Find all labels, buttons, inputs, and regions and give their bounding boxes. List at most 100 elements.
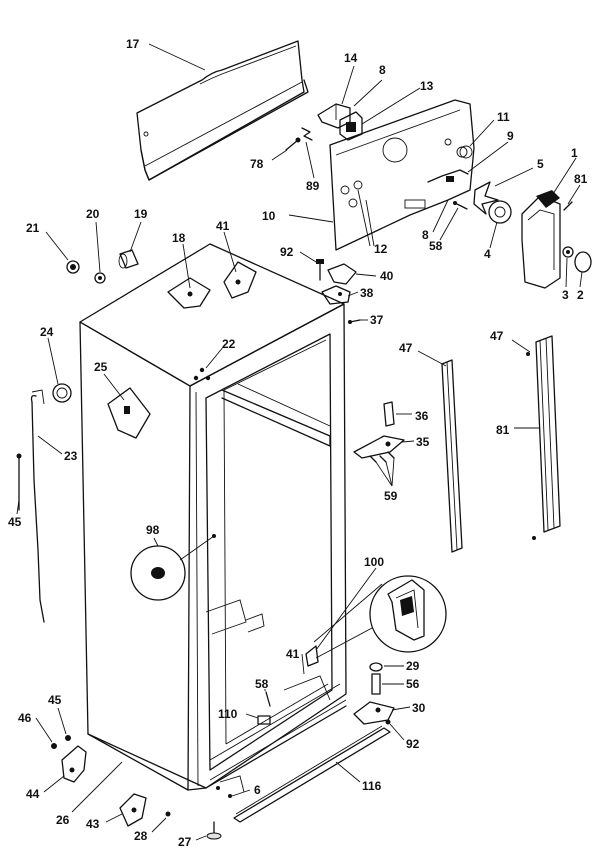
leader-8b (432, 199, 449, 233)
leader-11 (469, 119, 495, 147)
part-89-clip (301, 127, 313, 141)
part-3-socket (562, 246, 574, 258)
callout-81: 81 (574, 172, 588, 186)
callout-18: 18 (172, 231, 186, 245)
callout-89: 89 (306, 179, 320, 193)
leader-18 (182, 243, 191, 289)
leader-41a (223, 231, 237, 273)
leader-27 (195, 835, 207, 841)
leader-92a (299, 251, 317, 263)
part-14-bracket (317, 103, 351, 129)
part-5-fan-blade (473, 181, 499, 215)
part-2-bulb (574, 251, 592, 273)
part-17-top-grille (136, 40, 309, 181)
callout-36: 36 (415, 409, 429, 423)
part-47-breaker-trim-left (441, 359, 463, 553)
callout-43: 43 (86, 817, 100, 831)
callout-24: 24 (40, 325, 54, 339)
cabinet-body (79, 243, 347, 793)
callout-35: 35 (416, 435, 430, 449)
leader-22 (205, 345, 225, 369)
callout-12: 12 (374, 242, 388, 256)
part-27-leveling-leg (206, 821, 222, 840)
leader-100 (315, 567, 377, 651)
part-116-base-grille (233, 725, 391, 823)
callout-38: 38 (360, 286, 374, 300)
leader-12a (357, 189, 371, 247)
part-110-clip (257, 715, 271, 725)
part-44-hinge-bracket (61, 745, 87, 783)
leader-12b (365, 199, 375, 247)
callout-27: 27 (178, 835, 192, 849)
callout-78: 78 (250, 157, 264, 171)
leader-46 (35, 717, 53, 743)
callout-5: 5 (537, 157, 544, 171)
callout-4: 4 (484, 247, 491, 261)
leader-6 (231, 789, 251, 797)
leader-98 (153, 537, 159, 547)
part-43-leveler-bracket (119, 793, 147, 827)
leader-44 (43, 775, 65, 793)
leader-89 (305, 141, 315, 179)
part-13-switch (339, 111, 363, 141)
part-41-bracket-a (223, 261, 257, 299)
leader-116 (335, 761, 361, 783)
leader-35 (401, 440, 415, 443)
leader-1 (552, 157, 577, 195)
part-1-light-housing (521, 190, 561, 289)
callout-19: 19 (134, 207, 148, 221)
part-23-door-stop-rod (30, 389, 45, 623)
part-19-bushing (118, 249, 139, 269)
part-100-detail-view (313, 575, 447, 659)
callout-41: 41 (286, 647, 300, 661)
leader-19 (129, 221, 142, 253)
callout-6: 6 (254, 783, 261, 797)
callout-29: 29 (406, 659, 420, 673)
callout-9: 9 (507, 129, 514, 143)
part-41-latch-b (305, 645, 319, 667)
callout-98: 98 (146, 523, 160, 537)
leader-13 (361, 87, 421, 125)
part-81-screw-a (563, 201, 573, 211)
callout-58: 58 (429, 239, 443, 253)
leader-9 (467, 141, 509, 173)
part-10-control-panel (329, 99, 475, 251)
leader-3 (565, 257, 568, 288)
callout-44: 44 (26, 787, 40, 801)
part-58-screw-b (265, 691, 271, 707)
callout-46: 46 (18, 711, 32, 725)
leader-78 (271, 149, 288, 161)
callout-3: 3 (562, 288, 569, 302)
callout-22: 22 (222, 337, 236, 351)
leader-110 (245, 713, 259, 719)
leader-43 (105, 813, 123, 823)
part-35-center-hinge (353, 435, 405, 459)
leader-38 (347, 291, 359, 297)
part-20-plug (94, 272, 106, 284)
part-45-screw-b (65, 735, 71, 741)
callout-47: 47 (399, 341, 413, 355)
part-21-grommet (66, 260, 80, 274)
leader-59a (375, 461, 393, 487)
part-47-breaker-trim-right (526, 335, 561, 540)
leader-59b (385, 461, 393, 487)
callout-2: 2 (577, 288, 584, 302)
leader-4 (489, 221, 498, 249)
leader-26 (71, 761, 123, 813)
callout-45: 45 (48, 693, 62, 707)
part-6-screws (216, 786, 232, 798)
part-78-screw (285, 137, 301, 151)
leader-45a (16, 499, 20, 515)
part-28-screw (165, 811, 171, 817)
leader-24 (47, 337, 59, 385)
callout-10: 10 (262, 209, 276, 223)
callout-47: 47 (490, 329, 504, 343)
callout-110: 110 (218, 707, 238, 721)
leader-47b (511, 339, 531, 353)
callout-8: 8 (379, 63, 386, 77)
part-46-screw (51, 743, 57, 749)
callout-100: 100 (364, 555, 384, 569)
callout-25: 25 (94, 360, 108, 374)
leader-41b (301, 653, 305, 675)
callout-56: 56 (406, 677, 420, 691)
